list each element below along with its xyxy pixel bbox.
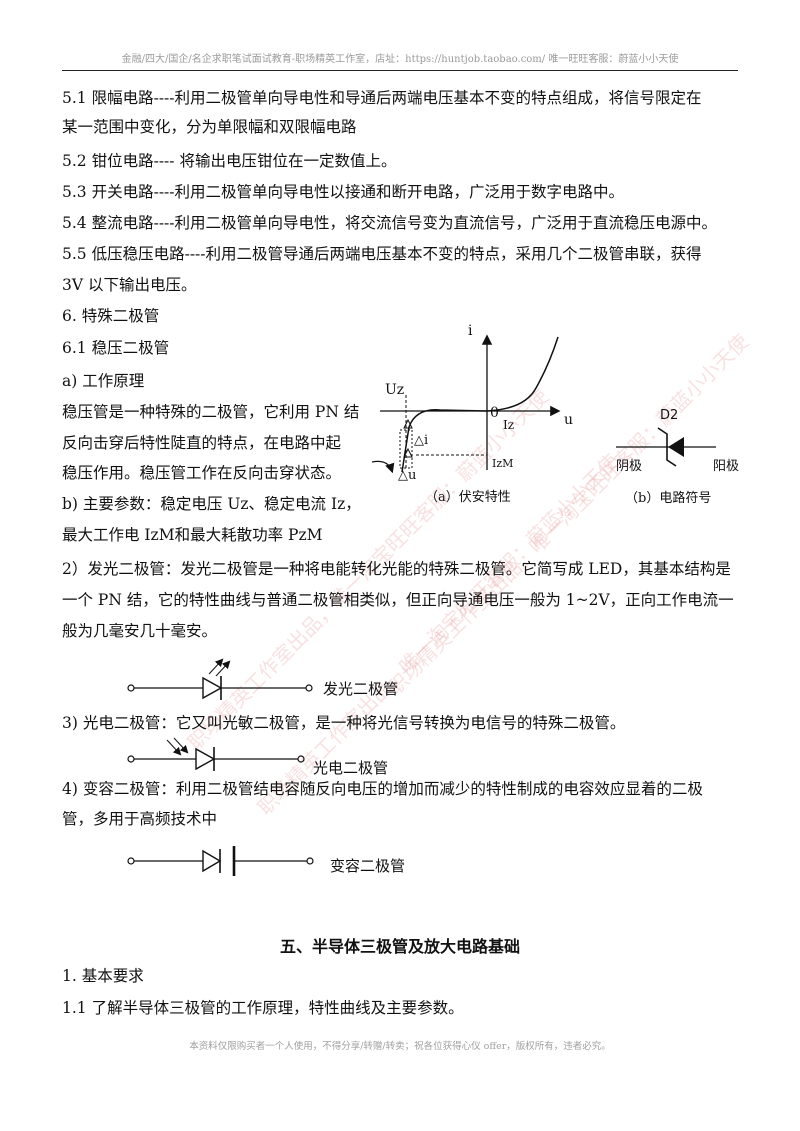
led-para-line3: 般为几毫安几十毫安。 [62, 622, 218, 640]
page-footer: 本资料仅限购买者一个人使用，不得分享/转赠/转卖；祝各位获得心仪 offer，版… [189, 1041, 611, 1052]
zener-cathode-label: 阴极 [616, 459, 643, 474]
iv-izm-label: IzM [492, 457, 514, 470]
zener-desc-line1: 稳压管是一种特殊的二极管，它利用 PN 结 [62, 403, 360, 421]
section-6-title: 6. 特殊二极管 [62, 307, 160, 325]
para-5-2: 5.2 钳位电路---- 将输出电压钳位在一定数值上。 [62, 152, 397, 170]
para-5-5-line1: 5.5 低压稳压电路----利用二极管导通后两端电压基本不变的特点，采用几个二极… [62, 245, 702, 263]
para-5-1-line1: 5.1 限幅电路----利用二极管单向导电性和导通后两端电压基本不变的特点组成，… [62, 89, 702, 107]
para-5-5-line2: 3V 以下输出电压。 [62, 276, 197, 294]
led-label: 发光二极管 [323, 680, 399, 698]
photodiode-para: 3) 光电二极管：它又叫光敏二极管，是一种将光信号转换为电信号的特殊二极管。 [62, 714, 626, 732]
varactor-para-line1: 4) 变容二极管：利用二极管结电容随反向电压的增加而减少的特性制成的电容效应显着… [62, 780, 703, 798]
requirement-1-1: 1.1 了解半导体三极管的工作原理，特性曲线及主要参数。 [62, 999, 464, 1017]
photodiode-label: 光电二极管 [313, 759, 389, 777]
iv-iz-label: Iz [503, 418, 515, 432]
page-header: 金融/四大/国企/名企求职笔试面试教育-职场精英工作室，店址：https://h… [121, 54, 679, 65]
led-para-line2: 一个 PN 结，它的特性曲线与普通二极管相类似，但正向导通电压一般为 1~2V，… [62, 591, 734, 609]
zener-symbol-name: D2 [660, 408, 679, 423]
zener-anode-label: 阳极 [713, 459, 740, 474]
header-rule [62, 70, 738, 71]
subsection-b-line2: 最大工作电 IzM和最大耗散功率 PzM [62, 526, 323, 544]
iv-caption: （a）伏安特性 [425, 490, 511, 505]
led-para-line1: 2）发光二极管：发光二极管是一种将电能转化光能的特殊二极管。它简写成 LED，其… [62, 560, 731, 578]
requirements-title: 1. 基本要求 [62, 967, 144, 985]
iv-origin-label: 0 [490, 405, 499, 421]
subsection-b-line1: b) 主要参数：稳定电压 Uz、稳定电流 Iz， [62, 495, 361, 513]
zener-desc-line3: 稳压作用。稳压管工作在反向击穿状态。 [62, 464, 342, 482]
para-5-3: 5.3 开关电路----利用二极管单向导电性以接通和断开电路，广泛用于数字电路中… [62, 183, 625, 201]
zener-desc-line2: 反向击穿后特性陡直的特点，在电路中起 [62, 434, 342, 452]
iv-uz-label: Uz [385, 382, 405, 398]
chapter-title: 五、半导体三极管及放大电路基础 [279, 937, 520, 956]
subsection-a: a) 工作原理 [62, 372, 145, 390]
section-6-1-title: 6.1 稳压二极管 [62, 339, 170, 357]
para-5-1-line2: 某一范围中变化，分为单限幅和双限幅电路 [62, 118, 357, 136]
iv-delta-u-label: △u [398, 468, 417, 483]
varactor-label: 变容二极管 [330, 857, 406, 875]
iv-delta-i-label: △i [414, 433, 429, 448]
para-5-4: 5.4 整流电路----利用二极管单向导电性，将交流信号变为直流信号，广泛用于直… [62, 214, 718, 232]
iv-axis-u-label: u [564, 412, 574, 428]
varactor-para-line2: 管，多用于高频技术中 [62, 810, 218, 828]
iv-axis-i-label: i [468, 323, 473, 339]
zener-symbol-caption: （b）电路符号 [625, 491, 712, 506]
